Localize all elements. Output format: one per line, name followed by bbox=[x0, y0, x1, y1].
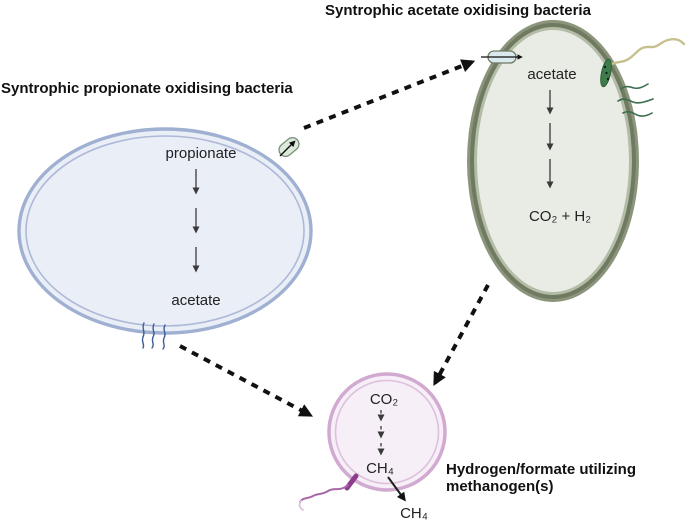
acetate-product-label: CO₂ + H₂ bbox=[529, 208, 591, 225]
transporter-flux-arrow bbox=[279, 140, 296, 157]
methanogen-inner-membrane bbox=[334, 379, 440, 485]
methanogen-product-label: CH₄ bbox=[366, 460, 394, 477]
pilus-strand bbox=[622, 110, 653, 117]
propionate-cell-title: Syntrophic propionate oxidising bacteria bbox=[1, 80, 293, 97]
secretion-arrow bbox=[387, 476, 406, 502]
pilus-strand bbox=[617, 98, 654, 104]
methanogen-substrate-label: CO₂ bbox=[370, 391, 399, 408]
acetate-cytoplasm bbox=[477, 30, 629, 292]
basal-dot bbox=[603, 65, 607, 69]
transfer-arrow-propionate-to-acetate-cell bbox=[303, 59, 476, 130]
released-product-label: CH₄ bbox=[400, 505, 428, 522]
methanogen-title-line1: Hydrogen/formate utilizing bbox=[446, 461, 636, 478]
pili-icon bbox=[141, 322, 166, 350]
flagellum-tail bbox=[298, 500, 304, 511]
acetate-substrate-label: acetate bbox=[527, 66, 576, 83]
propionate-cell: propionate acetate bbox=[17, 127, 313, 350]
pilus-strand bbox=[141, 322, 145, 349]
acetate-cell-title: Syntrophic acetate oxidising bacteria bbox=[325, 2, 592, 19]
flagellum-basal-body-icon bbox=[600, 58, 612, 88]
pilus-strand bbox=[162, 324, 166, 350]
transfer-arrow-acetate-cell-to-methanogen bbox=[433, 284, 490, 386]
acetate-cell: acetate CO₂ + H₂ bbox=[467, 20, 685, 302]
pilus-strand bbox=[151, 323, 155, 349]
methanogen-membrane bbox=[327, 372, 447, 492]
methanogen-cell: CO₂ CH₄ CH₄ bbox=[298, 372, 447, 522]
transfer-arrow-propionate-cell-to-methanogen bbox=[179, 344, 314, 417]
pilus-strand bbox=[620, 83, 649, 90]
flagellum-basal-body-icon bbox=[344, 473, 359, 491]
transporter-icon bbox=[481, 50, 523, 64]
flagellum-icon bbox=[299, 484, 349, 503]
basal-dot bbox=[605, 71, 608, 75]
basal-dot bbox=[606, 77, 610, 81]
flagellum-icon bbox=[605, 38, 685, 68]
propionate-product-label: acetate bbox=[171, 292, 220, 309]
methanogen-title-line2: methanogen(s) bbox=[446, 478, 554, 495]
propionate-substrate-label: propionate bbox=[166, 145, 237, 162]
pili-icon bbox=[617, 83, 654, 117]
